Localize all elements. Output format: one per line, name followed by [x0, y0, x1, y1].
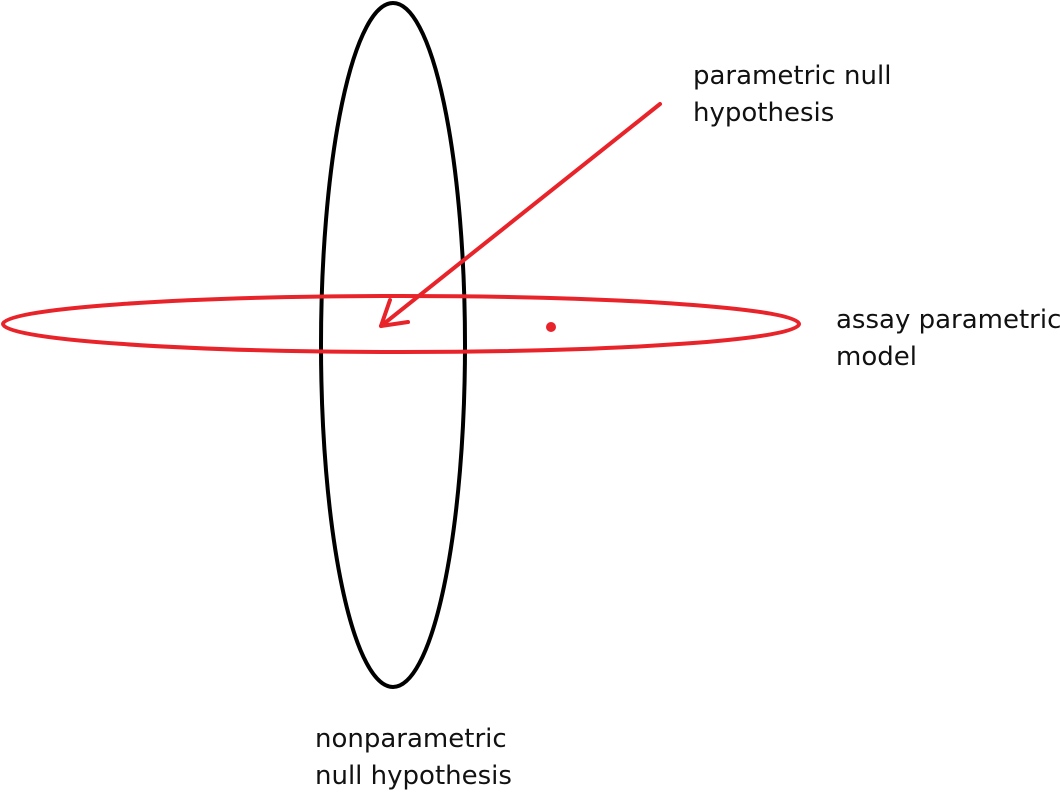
assay-model-label-line-1: assay parametric [836, 305, 1060, 335]
assay-parametric-model-ellipse [1, 294, 801, 354]
parametric-null-arrowhead [379, 298, 410, 328]
parametric-null-label-line-2: hypothesis [693, 98, 835, 128]
parametric-null-label-line-1: parametric null [693, 61, 892, 91]
nonparametric-null-label-line-2: null hypothesis [315, 761, 512, 791]
true-distribution-point [546, 322, 556, 332]
parametric-null-label: parametric null hypothesis [693, 58, 891, 132]
nonparametric-null-ellipse [319, 1, 467, 689]
parametric-null-arrow-shaft [379, 102, 662, 328]
assay-model-label-line-2: model [836, 342, 917, 372]
nonparametric-null-label-line-1: nonparametric [315, 724, 507, 754]
nonparametric-null-label: nonparametric null hypothesis [315, 721, 512, 795]
assay-model-label: assay parametric model [836, 302, 1060, 376]
